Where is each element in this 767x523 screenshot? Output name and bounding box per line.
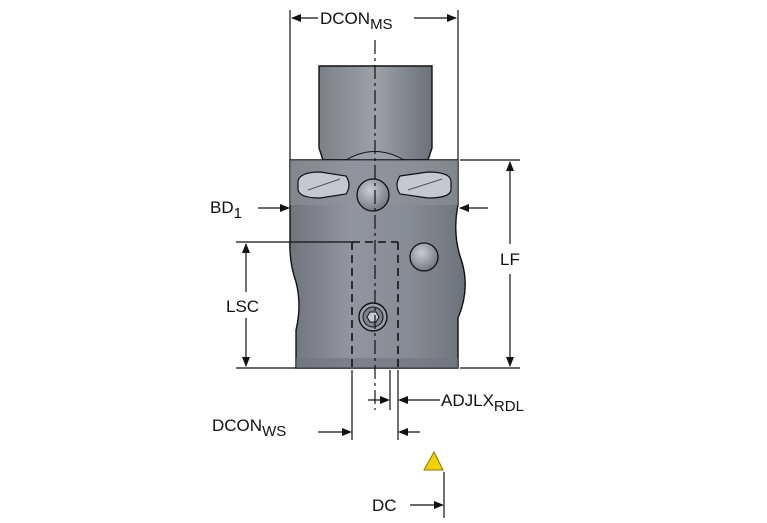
svg-text:BD1: BD1 <box>210 198 242 222</box>
hex-screw <box>358 302 388 332</box>
bottom-edge <box>296 358 458 368</box>
bd1-subscript: 1 <box>234 205 242 222</box>
svg-text:DCONMS: DCONMS <box>320 9 393 33</box>
dim-adjlx-rdl: ADJLXRDL <box>368 370 524 415</box>
cutting-insert <box>423 450 444 471</box>
svg-text:DCONWS: DCONWS <box>212 416 286 440</box>
dim-lf: LF <box>460 159 520 369</box>
dcon-ms-label: DCON <box>320 9 370 28</box>
adjlx-subscript: RDL <box>494 398 524 415</box>
svg-text:ADJLXRDL: ADJLXRDL <box>441 391 524 415</box>
dim-dcon-ws: DCONWS <box>212 370 420 440</box>
tool-holder <box>289 65 466 369</box>
adjlx-label: ADJLX <box>441 391 494 410</box>
center-boss <box>356 178 390 212</box>
lf-label: LF <box>500 250 520 269</box>
dcon-ms-subscript: MS <box>370 16 393 33</box>
dcon-ws-label: DCON <box>212 416 262 435</box>
bd1-label: BD <box>210 198 234 217</box>
dim-bd1: BD1 <box>210 198 488 222</box>
lsc-label: LSC <box>226 297 259 316</box>
dim-dc: DC <box>372 472 445 518</box>
dcon-ws-subscript: WS <box>262 423 286 440</box>
dim-lsc: LSC <box>226 241 352 369</box>
adjust-ball <box>409 242 439 272</box>
hidden-bore <box>351 241 399 370</box>
dim-dcon-ms: DCONMS <box>289 9 459 160</box>
dc-label: DC <box>372 496 397 515</box>
